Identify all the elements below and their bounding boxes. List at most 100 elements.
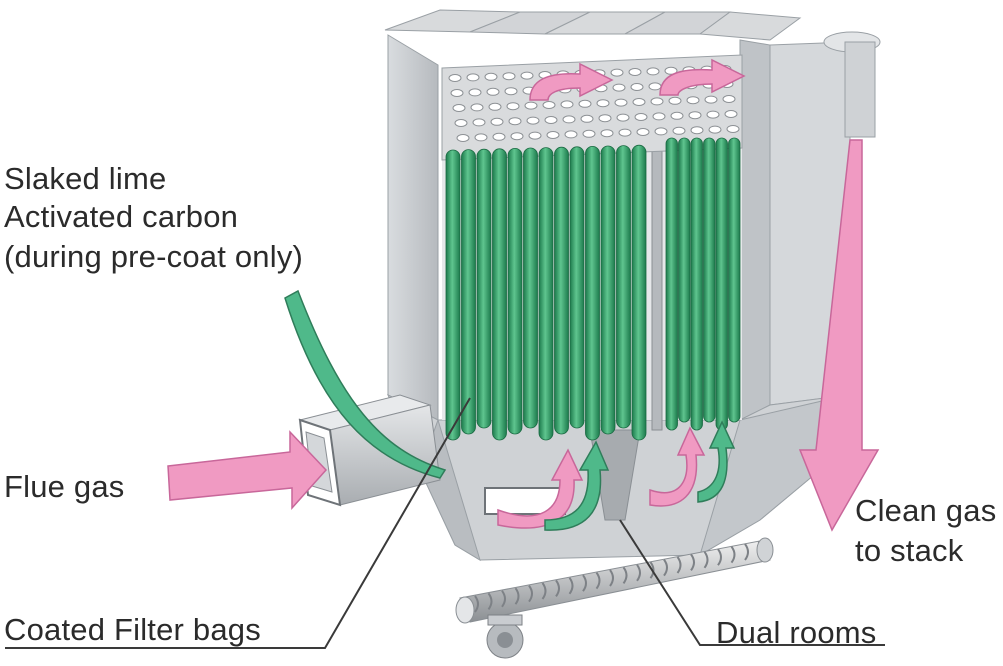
screw-thread: [676, 556, 682, 574]
tube-sheet-hole: [726, 125, 740, 133]
clean-gas-label-line2: to stack: [855, 533, 964, 568]
room2-additive-arrow: [697, 420, 736, 503]
screw-thread: [717, 548, 722, 566]
filter-bag: [715, 137, 728, 431]
filter-bag: [476, 148, 492, 429]
tube-sheet-hole: [560, 100, 574, 109]
tube-sheet-hole: [486, 87, 500, 96]
filter-bag: [728, 137, 741, 423]
tube-sheet-hole: [490, 117, 504, 126]
tube-sheet-hole: [652, 112, 666, 121]
filter-bag: [445, 149, 461, 441]
filter-bag: [585, 145, 600, 441]
filter-bag: [523, 147, 538, 429]
screw-thread: [487, 592, 493, 610]
leader-lines: [5, 397, 885, 649]
tube-sheet-hole: [654, 127, 668, 136]
room1-additive-arrow: [544, 440, 610, 531]
tube-sheet-hole: [520, 71, 534, 80]
tube-sheet-hole: [582, 129, 596, 138]
tube-sheet-hole: [672, 126, 686, 135]
filter-bags: [445, 137, 741, 441]
tube-sheet-hole: [504, 87, 518, 96]
additive-label-line1: Slaked lime: [4, 161, 167, 196]
room2-rising-arrow: [649, 426, 706, 507]
tube-sheet-hole: [596, 99, 610, 108]
filter-bag: [554, 146, 569, 435]
screw-thread: [703, 551, 709, 569]
screw-thread: [555, 579, 560, 597]
additive-injection-arrow: [284, 289, 447, 479]
tube-sheet-hole: [472, 118, 486, 127]
tube-sheet-hole: [484, 72, 498, 81]
tube-sheet-hole: [704, 95, 718, 104]
tube-sheet-hole: [708, 125, 722, 134]
screw-thread: [622, 566, 628, 584]
filter-bag: [616, 145, 631, 429]
tube-sheet-hole: [468, 88, 482, 97]
tube-sheet-hole: [456, 134, 470, 142]
screw-thread: [514, 587, 520, 605]
filter-bags-leader: [5, 397, 471, 649]
room1-rising-arrow: [497, 448, 584, 529]
inlet-duct: [298, 394, 441, 507]
tube-sheet-hole: [508, 117, 522, 126]
tube-sheet-hole: [630, 83, 644, 91]
screw-thread: [501, 590, 506, 608]
filter-bag: [461, 149, 476, 435]
tube-sheet-hole: [564, 130, 578, 139]
room1-outlet-arrow: [529, 62, 614, 101]
filter-bag: [507, 147, 523, 435]
additive-label-line3: (during pre-coat only): [4, 239, 304, 274]
screw-thread: [663, 559, 668, 577]
filter-bag: [665, 137, 678, 431]
room2-outlet-arrow: [659, 58, 746, 96]
tube-sheet-hole: [650, 97, 664, 106]
tube-sheet-hole: [544, 116, 558, 124]
tube-sheet-hole: [722, 95, 736, 103]
tube-sheet-hole: [628, 68, 642, 76]
dual-rooms-label: Dual rooms: [716, 615, 877, 650]
tube-sheet-hole: [706, 110, 720, 119]
tube-sheet-hole: [526, 116, 540, 125]
tube-sheet-hole: [646, 67, 660, 76]
tube-sheet-hole: [610, 68, 624, 77]
tube-sheet-hole: [578, 99, 592, 108]
tube-sheet-hole: [636, 128, 650, 136]
screw-thread: [744, 543, 749, 561]
tube-sheet-hole: [528, 131, 542, 140]
tube-sheet-hole: [466, 73, 480, 82]
flue-gas-inlet-arrow: [167, 430, 328, 510]
tube-sheet-hole: [580, 114, 594, 123]
tube-sheet-hole: [632, 98, 646, 106]
tube-sheet-hole: [524, 101, 538, 110]
tube-sheet-hole: [454, 119, 468, 127]
flue-gas-label: Flue gas: [4, 469, 125, 504]
tube-sheet-hole: [724, 110, 738, 118]
tube-sheet-hole: [686, 96, 700, 105]
screw-thread: [649, 561, 655, 579]
tube-sheet-hole: [664, 66, 678, 75]
clean-gas-outlet-arrow: [798, 139, 880, 532]
screw-thread: [609, 569, 614, 587]
screw-thread: [568, 577, 574, 595]
additive-label-line2: Activated carbon: [4, 199, 239, 234]
tube-sheet-hole: [616, 113, 630, 122]
tube-sheet-hole: [510, 132, 524, 141]
filter-bag: [492, 148, 507, 441]
tube-sheet-hole: [690, 126, 704, 135]
gas-flow-arrows: [167, 58, 880, 532]
filter-bag: [703, 137, 716, 423]
tube-sheet-hole: [614, 98, 628, 107]
screw-thread: [541, 582, 547, 600]
dual-rooms-leader: [619, 519, 885, 646]
tube-sheet-hole: [474, 133, 488, 142]
tube-sheet-hole: [492, 132, 506, 141]
filter-bag: [631, 144, 647, 441]
tube-sheet-hole: [448, 74, 462, 82]
tube-sheet-hole: [670, 111, 684, 120]
screw-thread: [595, 572, 601, 590]
clean-gas-label-line1: Clean gas: [855, 493, 997, 528]
tube-sheet-hole: [648, 82, 662, 91]
screw-thread: [528, 585, 533, 603]
